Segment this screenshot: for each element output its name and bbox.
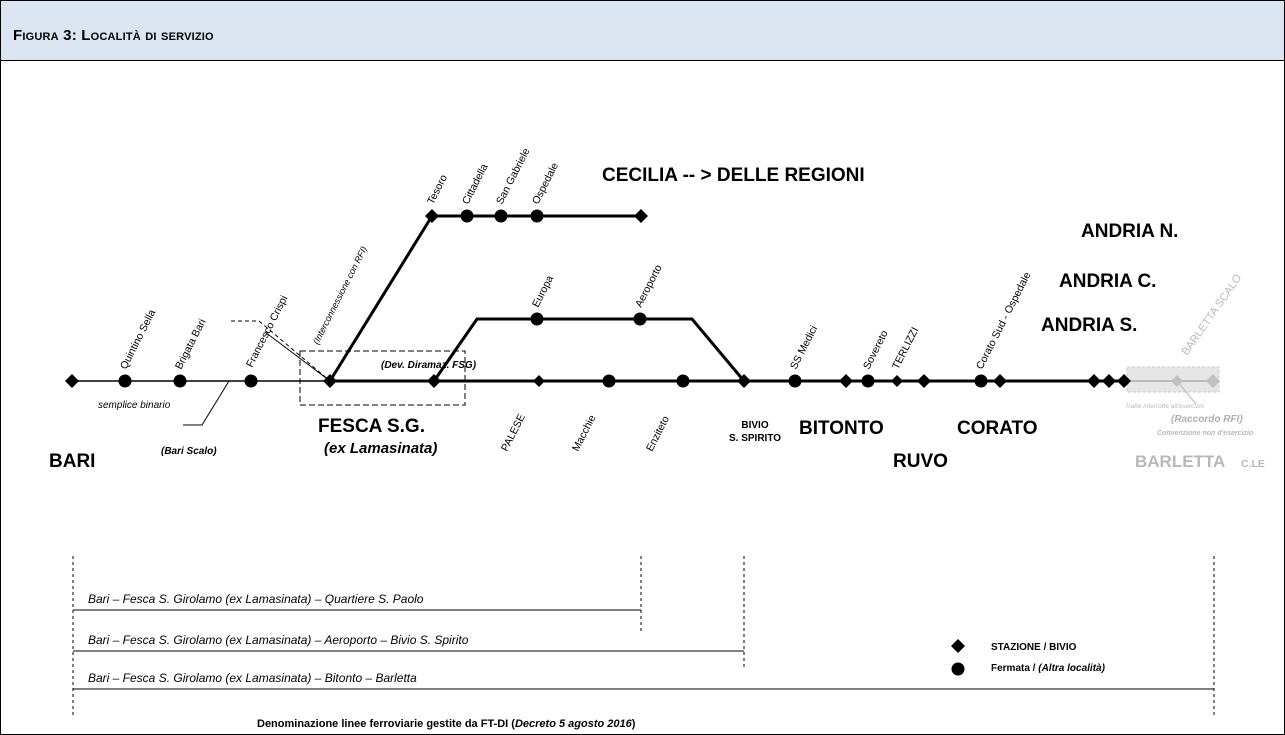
station-name-enziteto: Enziteto (644, 414, 672, 453)
station-name-francesco-crispi: Francesco Crispi (244, 294, 290, 370)
station-marker-andria-n (1117, 374, 1131, 388)
line-name-1: Bari – Fesca S. Girolamo (ex Lamasinata)… (88, 592, 424, 606)
stop-marker-aeroporto (633, 312, 647, 326)
label-corato: CORATO (957, 418, 1038, 439)
station-marker-ruvo (917, 374, 931, 388)
label-bitonto: BITONTO (799, 418, 884, 439)
label-s-spirito: S. SPIRITO (729, 433, 781, 444)
label-semplice-binario: semplice binario (98, 400, 171, 411)
station-name-brigata-bari: Brigata Bari (173, 317, 209, 371)
station-name-corato-sud: Corato Sud - Ospedale (974, 270, 1034, 371)
spur-interconnessione (264, 331, 331, 382)
station-name-europa: Europa (530, 274, 556, 310)
stop-marker-quintino-sella (118, 374, 132, 388)
line-name-3: Bari – Fesca S. Girolamo (ex Lamasinata)… (88, 671, 417, 685)
footer-caption: Denominazione linee ferroviarie gestite … (257, 718, 636, 730)
station-name-terlizzi: TERLIZZI (890, 325, 921, 371)
station-name-san-gabriele: San Gabriele (494, 146, 533, 206)
spur-bari-scalo (183, 380, 230, 426)
stop-marker-sovereto (861, 374, 875, 388)
station-marker-fesca (323, 374, 337, 388)
fesca-dashed-box (299, 350, 466, 406)
station-name-ospedale: Ospedale (530, 161, 561, 207)
station-name-barletta-scalo: BARLETTA SCALO (1180, 272, 1245, 358)
label-convenzione: Convenzione non d'esercizio (1157, 430, 1254, 437)
station-name-quintino-sella: Quintino Sella (118, 308, 158, 372)
label-andria-n: ANDRIA N. (1081, 221, 1178, 242)
stop-marker-cittadella (460, 209, 474, 223)
legend-circle-icon (951, 662, 965, 676)
line-name-2: Bari – Fesca S. Girolamo (ex Lamasinata)… (88, 633, 469, 647)
label-barletta-suffix: C.LE (1241, 458, 1265, 470)
station-marker-dev-diramaz (427, 374, 441, 388)
legend-diamond-icon (951, 639, 965, 653)
station-name-macchie: Macchie (570, 413, 599, 453)
station-marker-bari (65, 374, 79, 388)
station-marker-palese (533, 375, 545, 387)
label-bari: BARI (49, 451, 95, 472)
label-raccordo-rfi: (Raccordo RFI) (1171, 414, 1243, 425)
spur-francesco-crispi (231, 320, 331, 382)
label-cecilia: CECILIA -- > DELLE REGIONI (602, 165, 865, 186)
station-name-tesoro: Tesoro (425, 173, 450, 207)
legend-stazione-label: STAZIONE / BIVIO (991, 642, 1077, 653)
label-bari-scalo: (Bari Scalo) (161, 446, 217, 457)
stop-marker-brigata-bari (173, 374, 187, 388)
station-marker-tesoro (425, 209, 439, 223)
station-marker-bivio (737, 374, 751, 388)
figure-header: Figura 3: Località di servizio (1, 1, 1284, 61)
figure-title: Figura 3: Località di servizio (13, 27, 214, 44)
label-barletta: BARLETTA (1135, 452, 1225, 471)
label-tratte-interrotte: Tratte interrotte all'esercizio (1125, 403, 1205, 410)
station-marker-terlizzi (891, 375, 903, 387)
stop-marker-francesco-crispi (244, 374, 258, 388)
station-marker-corato (993, 374, 1007, 388)
label-dev-diramaz: (Dev. Diramaz. FSG) (381, 360, 477, 371)
station-name-ss-medici: SS Medici (788, 324, 820, 372)
label-andria-c: ANDRIA C. (1059, 271, 1156, 292)
station-marker-andria-s (1087, 374, 1101, 388)
station-marker-barletta-scalo (1171, 375, 1183, 387)
station-marker-bitonto (839, 374, 853, 388)
stop-marker-europa (530, 312, 544, 326)
label-bivio: BIVIO (741, 420, 768, 431)
station-name-sovereto: Sovereto (861, 328, 891, 371)
label-fesca: FESCA S.G. (318, 416, 425, 437)
stop-marker-san-gabriele (494, 209, 508, 223)
label-andria-s: ANDRIA S. (1041, 315, 1137, 336)
station-marker-barletta (1206, 374, 1220, 388)
stop-marker-enziteto (676, 374, 690, 388)
stop-marker-corato-sud (974, 374, 988, 388)
stop-marker-ss-medici (788, 374, 802, 388)
stop-marker-ospedale (530, 209, 544, 223)
station-name-cittadella: Cittadella (460, 162, 491, 207)
station-name-palese: PALESE (499, 412, 528, 453)
branch-track-tesoro (328, 215, 434, 382)
spur-raccordo-rfi (1176, 380, 1197, 405)
station-name-aeroporto: Aeroporto (633, 263, 665, 310)
station-marker-andria-c (1102, 374, 1116, 388)
label-ex-lamasinata: (ex Lamasinata) (324, 440, 437, 457)
stop-marker-macchie (602, 374, 616, 388)
legend-fermata-label: Fermata / (Altra località) (991, 663, 1106, 674)
label-ruvo: RUVO (893, 451, 948, 472)
track-aeroporto-loop (432, 317, 746, 382)
station-marker-cecilia (634, 209, 648, 223)
